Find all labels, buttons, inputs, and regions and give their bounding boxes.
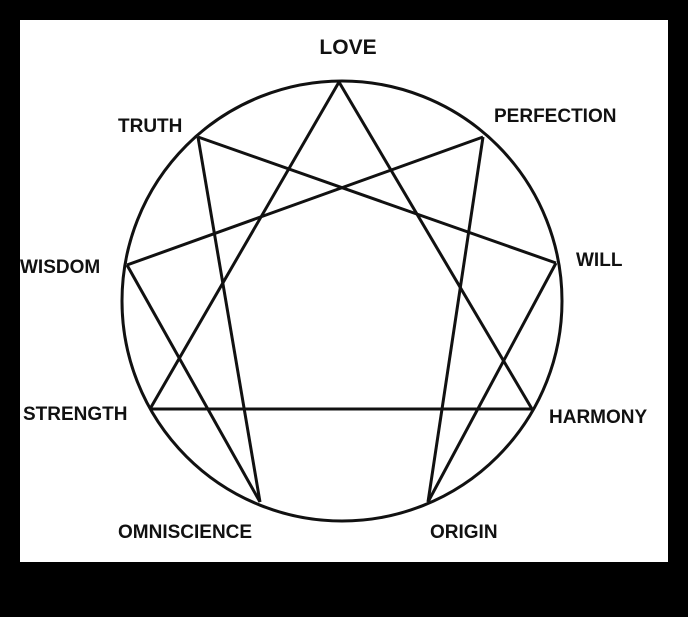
line-truth-will [197,135,557,265]
diagram-canvas [20,20,668,562]
line-truth-omniscience [196,136,262,503]
line-wisdom-omniscience [125,264,262,503]
line-love-origin [337,81,534,410]
label-love: LOVE [319,36,376,59]
line-perfection-origin [426,136,485,503]
label-wisdom: WISDOM [20,257,100,278]
label-origin: ORIGIN [430,522,498,543]
label-perfection: PERFECTION [494,106,616,127]
line-love-omniscience [148,81,341,410]
outer-circle [120,79,564,523]
label-strength: STRENGTH [23,404,128,425]
label-harmony: HARMONY [549,407,647,428]
line-will-origin [426,262,558,503]
label-truth: TRUTH [118,116,182,137]
label-will: WILL [576,250,623,271]
line-wisdom-perfection [126,135,484,267]
label-omniscience: OMNISCIENCE [118,522,252,543]
